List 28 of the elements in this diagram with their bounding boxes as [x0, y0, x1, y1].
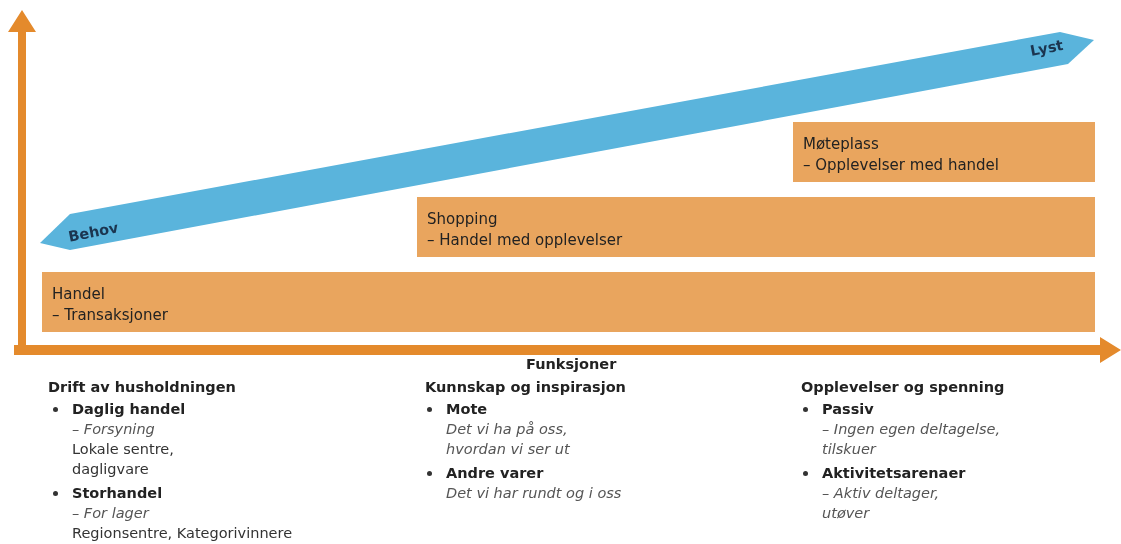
column-heading: Opplevelser og spenning [801, 378, 1005, 397]
item-note: – For lager [72, 504, 149, 523]
stage-subtitle: – Transaksjoner [52, 305, 169, 326]
list-item: Mote [446, 400, 488, 419]
stage-subtitle: – Opplevelser med handel [803, 155, 1001, 176]
list-item: Daglig handel [72, 400, 186, 419]
item-note: – Ingen egen deltagelse, tilskuer [822, 420, 1002, 459]
list-item: Aktivitetsarenaer [822, 464, 966, 483]
list-item: Passiv [822, 400, 874, 419]
stage-subtitle: – Handel med opplevelser [427, 230, 624, 251]
stage-bar [417, 197, 1095, 257]
column-heading: Drift av husholdningen [48, 378, 236, 397]
stage-title: Handel [52, 284, 106, 305]
stage-title: Shopping [427, 209, 499, 230]
stage-bar [793, 122, 1095, 182]
item-note: – Forsyning [72, 420, 155, 439]
stage-bar [42, 272, 1095, 332]
list-item: Storhandel [72, 484, 163, 503]
arrow-label: Lyst [1028, 35, 1065, 61]
arrow-label: Behov [66, 218, 121, 247]
item-note: Det vi ha på oss, hvordan vi ser ut [446, 420, 571, 459]
item-note: Det vi har rundt og i oss [446, 484, 622, 503]
list-item: Andre varer [446, 464, 544, 483]
stage-title: Møteplass [803, 134, 880, 155]
item-text: Regionsentre, Kategorivinnere [72, 524, 293, 543]
item-note: – Aktiv deltager, utøver [822, 484, 941, 523]
item-text: Lokale sentre, dagligvare [72, 440, 175, 479]
column-heading: Kunnskap og inspirasjon [425, 378, 626, 397]
